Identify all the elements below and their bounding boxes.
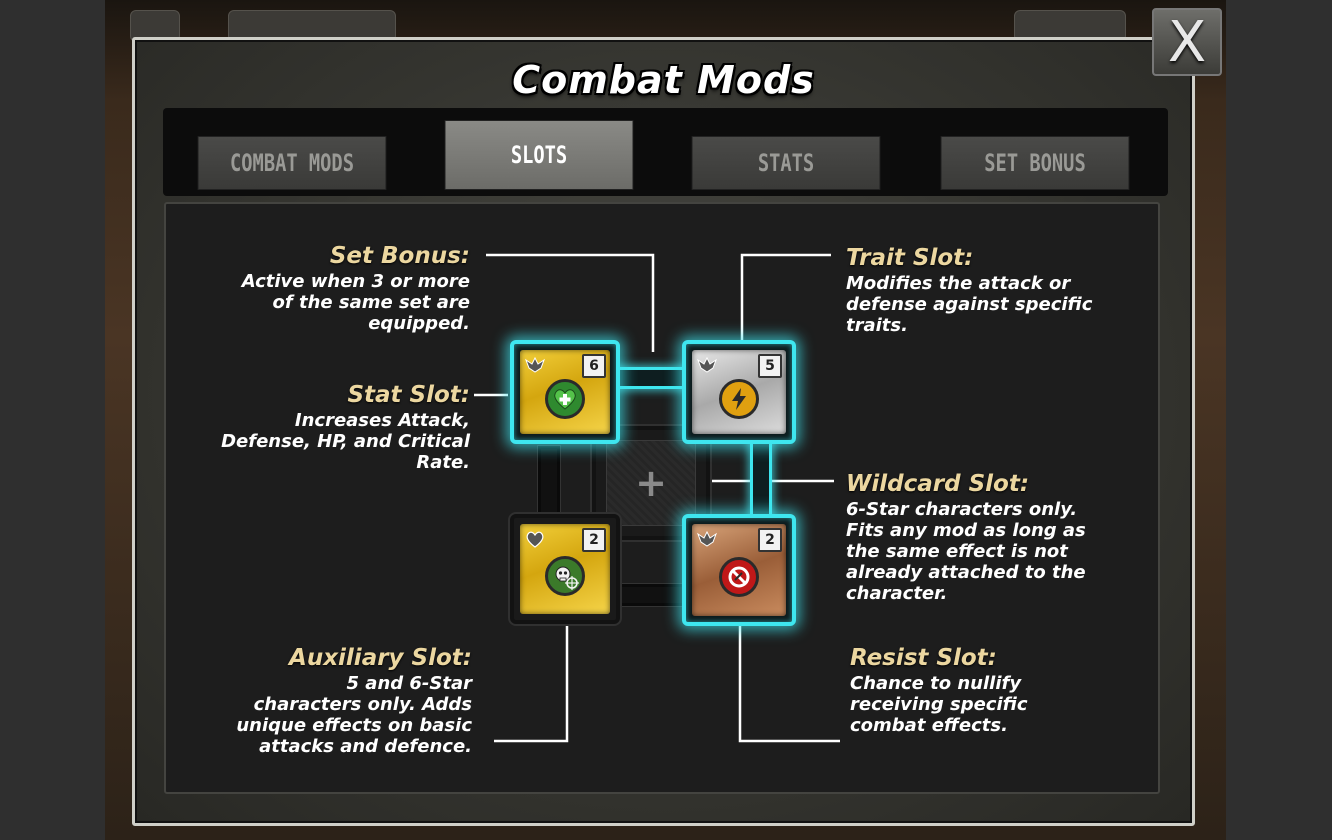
- tier-badge: 5: [758, 354, 782, 378]
- letterbox-right: [1226, 0, 1332, 840]
- callout-line: of the same set are: [272, 292, 470, 313]
- tab-bar: COMBAT MODS SLOTS STATS SET BONUS: [163, 108, 1168, 196]
- callout-auxiliary-slot: Auxiliary Slot: 5 and 6-Star characters …: [150, 645, 472, 757]
- plus-icon: +: [635, 461, 667, 505]
- callout-line: 6-Star characters only.: [846, 499, 1078, 520]
- callout-line: already attached to the: [846, 562, 1086, 583]
- callout-line: attacks and defence.: [259, 736, 472, 757]
- callout-line: Increases Attack,: [294, 410, 470, 431]
- slot-connector: [612, 584, 692, 606]
- modal-title: Combat Mods: [512, 58, 815, 102]
- slot-connector: [750, 436, 772, 518]
- callout-line: unique effects on basic: [236, 715, 472, 736]
- callout-line: receiving specific: [850, 694, 1028, 715]
- wings-emblem-icon: [696, 530, 718, 547]
- stat-mod-card: 6: [520, 350, 610, 434]
- background-chip: [130, 10, 180, 42]
- background-chip: [1014, 10, 1126, 42]
- callout-line: Chance to nullify: [850, 673, 1022, 694]
- wildcard-slot-empty: +: [606, 440, 696, 526]
- callout-wildcard-slot: Wildcard Slot: 6-Star characters only. F…: [846, 471, 1156, 604]
- callout-line: Rate.: [416, 452, 470, 473]
- tier-badge: 6: [582, 354, 606, 378]
- callout-line: the same effect is not: [846, 541, 1068, 562]
- trait-slot[interactable]: 5: [682, 340, 796, 444]
- callout-title: Auxiliary Slot:: [289, 645, 472, 671]
- callout-line: combat effects.: [850, 715, 1008, 736]
- tab-slots[interactable]: SLOTS: [444, 120, 634, 190]
- callout-line: Fits any mod as long as: [846, 520, 1086, 541]
- wings-emblem-icon: [524, 356, 546, 373]
- callout-line: defense against specific: [846, 294, 1093, 315]
- callout-title: Resist Slot:: [850, 645, 997, 671]
- callout-title: Set Bonus:: [329, 243, 470, 269]
- tab-label: SLOTS: [510, 141, 568, 169]
- heart-emblem-icon: [526, 531, 544, 548]
- callout-set-bonus: Set Bonus: Active when 3 or more of the …: [150, 243, 470, 334]
- tab-label: COMBAT MODS: [230, 149, 354, 177]
- letterbox-left: [0, 0, 105, 840]
- heart-plus-icon: [545, 378, 585, 419]
- callout-line: traits.: [846, 315, 908, 336]
- resist-slot[interactable]: 2: [682, 514, 796, 626]
- slot-connector: [538, 446, 560, 518]
- callout-title: Stat Slot:: [347, 382, 470, 408]
- callout-line: equipped.: [368, 313, 470, 334]
- callout-resist-slot: Resist Slot: Chance to nullify receiving…: [850, 645, 1150, 736]
- tab-label: SET BONUS: [984, 149, 1086, 177]
- callout-trait-slot: Trait Slot: Modifies the attack or defen…: [846, 245, 1156, 336]
- slot-connector: [608, 367, 690, 389]
- callout-line: Defense, HP, and Critical: [221, 431, 470, 452]
- tab-stats[interactable]: STATS: [691, 136, 881, 190]
- callout-stat-slot: Stat Slot: Increases Attack, Defense, HP…: [150, 382, 470, 473]
- wings-emblem-icon: [696, 356, 718, 373]
- auxiliary-slot[interactable]: 2: [510, 514, 620, 624]
- no-symbol-icon: [719, 557, 759, 598]
- lightning-icon: [719, 378, 759, 419]
- callout-line: Modifies the attack or: [846, 273, 1071, 294]
- callout-line: Active when 3 or more: [241, 271, 470, 292]
- trait-mod-card: 5: [692, 350, 786, 434]
- tab-combat-mods[interactable]: COMBAT MODS: [197, 136, 387, 190]
- close-button[interactable]: X: [1152, 8, 1222, 76]
- callout-line: characters only. Adds: [253, 694, 472, 715]
- callout-line: 5 and 6-Star: [346, 673, 473, 694]
- stat-slot[interactable]: 6: [510, 340, 620, 444]
- callout-line: character.: [846, 583, 948, 604]
- callout-title: Trait Slot:: [846, 245, 974, 271]
- resist-mod-card: 2: [692, 524, 786, 616]
- auxiliary-mod-card: 2: [520, 524, 610, 614]
- tab-label: STATS: [757, 149, 815, 177]
- skull-target-icon: [545, 556, 585, 597]
- callout-title: Wildcard Slot:: [846, 471, 1030, 497]
- tier-badge: 2: [582, 528, 606, 552]
- tab-set-bonus[interactable]: SET BONUS: [940, 136, 1130, 190]
- tier-badge: 2: [758, 528, 782, 552]
